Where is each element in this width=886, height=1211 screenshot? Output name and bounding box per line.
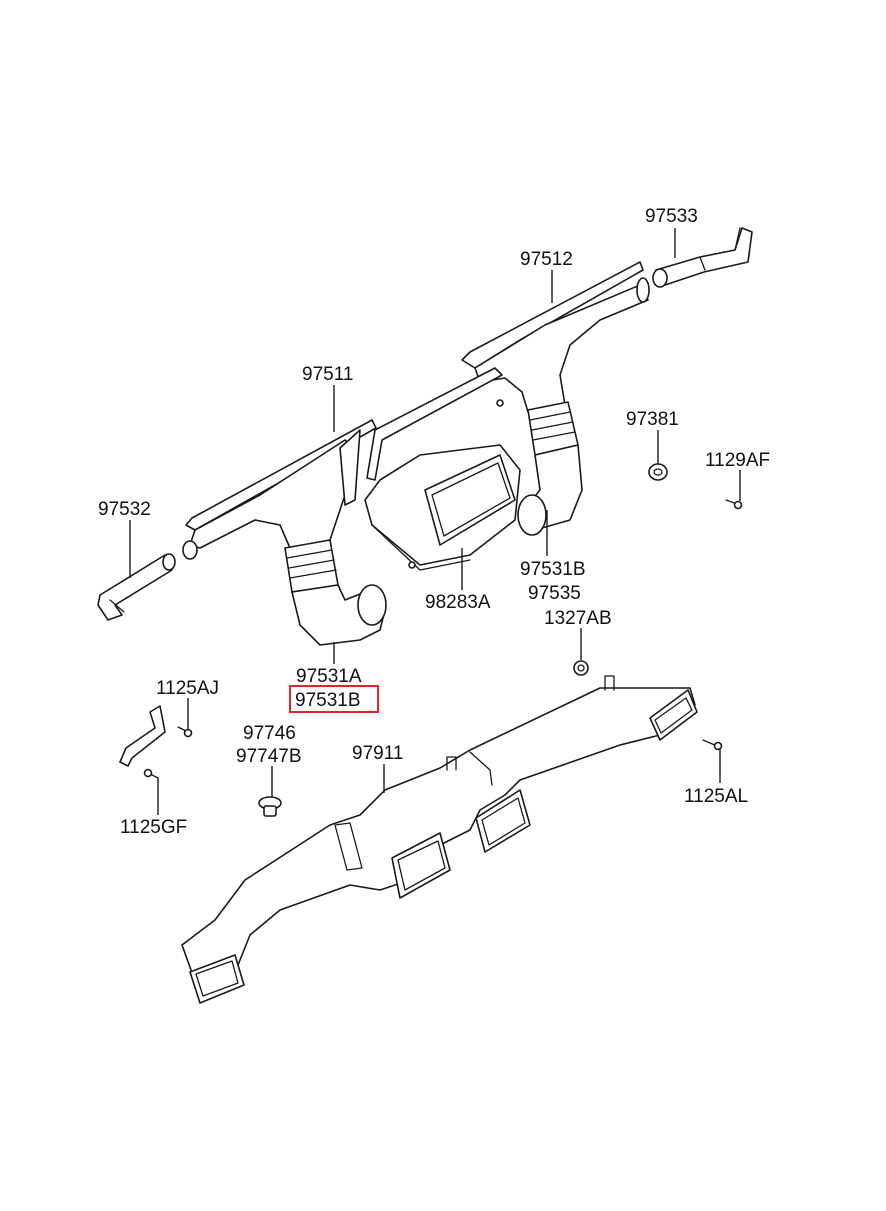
label-1125AJ: 1125AJ <box>156 678 219 699</box>
duct-97911 <box>181 675 698 1004</box>
duct-97511 <box>182 419 387 646</box>
grommet-97381-hole <box>653 468 663 476</box>
duct-98283A <box>364 367 521 571</box>
label-97747B: 97747B <box>236 746 302 767</box>
label-97381: 97381 <box>626 409 679 430</box>
screw-1125GF <box>143 768 159 779</box>
label-1125AL: 1125AL <box>684 786 748 807</box>
label-97511: 97511 <box>302 364 353 385</box>
label-97911: 97911 <box>352 743 403 764</box>
nut-1327AB <box>573 660 589 676</box>
duct-97533 <box>652 227 753 288</box>
duct-97512 <box>461 261 650 536</box>
screw-1125AJ <box>177 726 193 738</box>
clip-97746 <box>258 796 282 817</box>
label-97512: 97512 <box>520 249 573 270</box>
screw-1129AF <box>725 499 743 510</box>
grommet-97381 <box>648 463 668 481</box>
label-1129AF: 1129AF <box>705 450 770 471</box>
bracket-1125AJ <box>119 705 166 767</box>
label-97531B-highlighted[interactable]: 97531B <box>295 690 361 711</box>
highlight-box <box>289 685 379 713</box>
label-97535: 97535 <box>528 583 581 604</box>
duct-97532 <box>97 553 176 621</box>
label-1327AB: 1327AB <box>544 608 612 629</box>
label-97531B-right: 97531B <box>520 559 586 580</box>
leader-lines <box>129 228 741 815</box>
label-97746: 97746 <box>243 723 296 744</box>
label-97531A: 97531A <box>296 666 362 687</box>
label-97533: 97533 <box>645 206 698 227</box>
label-1125GF: 1125GF <box>120 817 187 838</box>
label-97532: 97532 <box>98 499 151 520</box>
screw-1125AL <box>702 739 723 751</box>
label-98283A: 98283A <box>425 592 491 613</box>
